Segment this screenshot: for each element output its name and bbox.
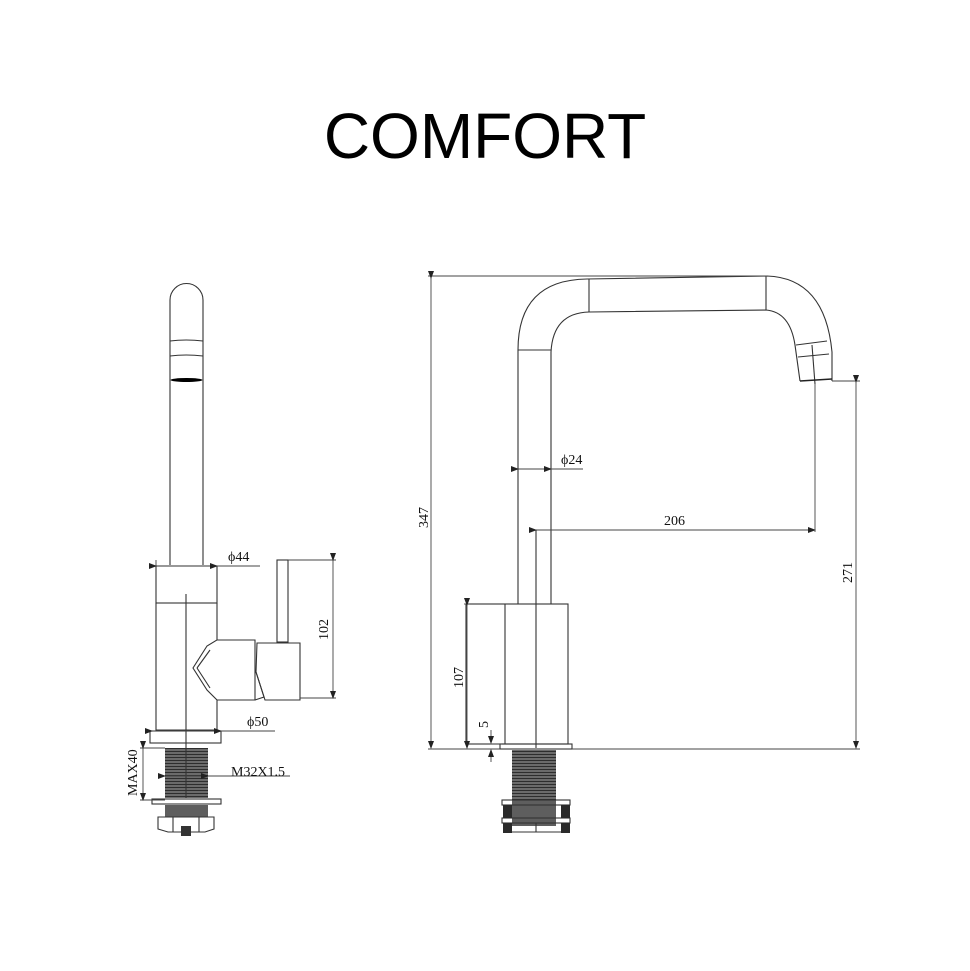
dim-spout-reach: 206: [664, 514, 685, 529]
spout-inner: [550, 309, 801, 604]
aerator-ring: [170, 378, 203, 382]
dim-base-plate: 5: [477, 721, 492, 728]
spout-tube-side: [169, 282, 204, 565]
dim-spout-diameter: ϕ24: [561, 453, 582, 468]
dim-body-height: 107: [452, 667, 467, 688]
dim-max-thickness: MAX40: [126, 749, 141, 796]
dim-body-diameter: ϕ44: [228, 550, 249, 565]
dim-overall-height: 347: [417, 507, 432, 528]
side-view: ϕ44 ϕ50 102 MAX40 M32X1.5: [126, 282, 336, 836]
product-title: COMFORT: [323, 100, 647, 172]
front-view: 347 ϕ24 206 271 107 5: [417, 271, 860, 833]
dim-spout-height: 271: [841, 562, 856, 583]
spout-outer: [517, 275, 833, 604]
handle-lever: [276, 559, 289, 643]
thread-shank-front: [512, 750, 556, 800]
dim-handle-height: 102: [317, 619, 332, 640]
dim-base-diameter: ϕ50: [247, 715, 268, 730]
dim-thread: M32X1.5: [231, 765, 285, 780]
